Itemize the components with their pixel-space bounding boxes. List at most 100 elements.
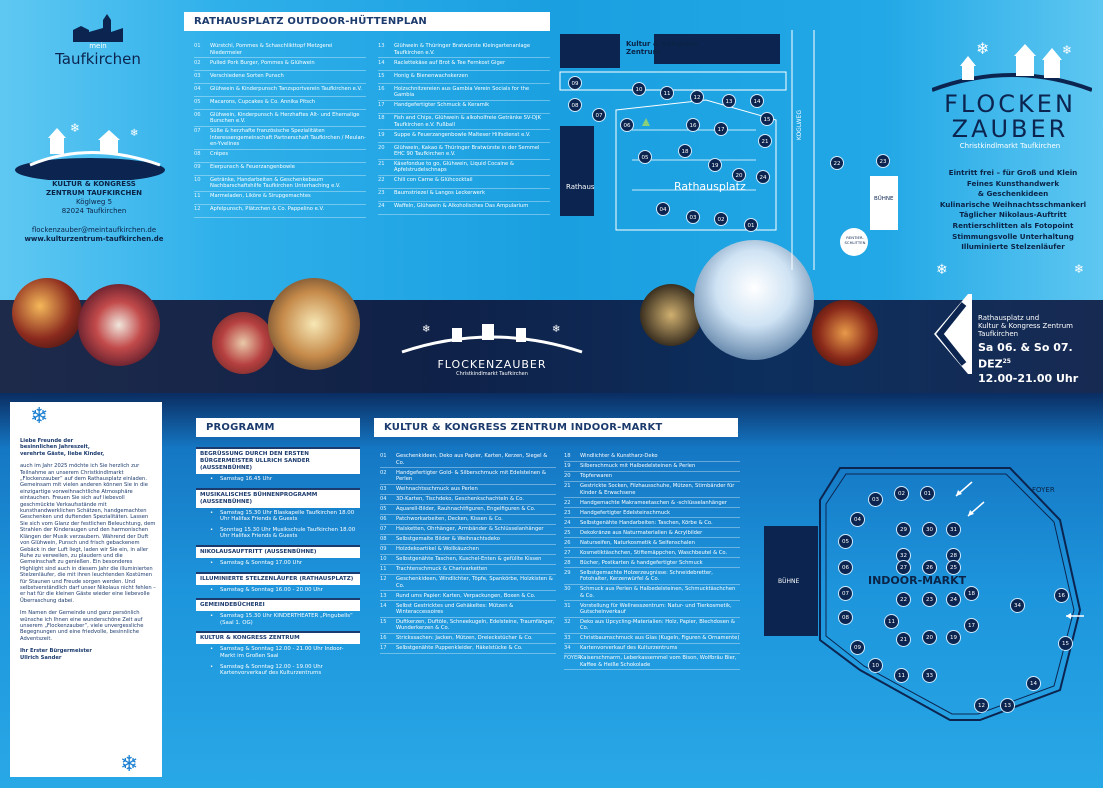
event-hours: 12.00-21.00 Uhr xyxy=(978,371,1079,385)
indoor-marker-30: 30 xyxy=(922,522,937,537)
indoor-marker-05: 05 xyxy=(838,534,853,549)
gingerbread-photo xyxy=(212,312,274,374)
stall-description: Rund ums Papier: Karten, Verpackungen, B… xyxy=(396,592,536,599)
stall-number: 07 xyxy=(194,128,201,135)
indoor-marker-24: 24 xyxy=(946,592,961,607)
programm-item: Samstag & Sonntag 12.00 - 19.00 Uhr Kart… xyxy=(196,662,360,679)
snowflake-icon: ❄ xyxy=(936,262,948,278)
venue-web[interactable]: www.kulturzentrum-taufkirchen.de xyxy=(24,235,164,243)
stall-number: 12 xyxy=(194,206,201,213)
highlight-item: Stimmungsvolle Unterhaltung xyxy=(952,231,1074,241)
stall-number: 02 xyxy=(194,59,201,66)
stall-description: Marmeladen, Liköre & Sirupgemachtes xyxy=(210,193,311,200)
stall-number: 19 xyxy=(378,131,385,138)
highlight-item: & Geschenkideen xyxy=(977,189,1049,199)
stall-marker-09: 09 xyxy=(568,76,582,90)
stall-marker-24: 24 xyxy=(756,170,770,184)
stall-number: 06 xyxy=(380,516,387,523)
stall-description: Crêpes xyxy=(210,150,229,157)
stall-description: Holzschnitzereien aus Gambia Verein Soci… xyxy=(394,85,530,99)
stall-description: Süße & herzhafte französische Spezialitä… xyxy=(210,128,366,147)
greeting-panel xyxy=(10,402,162,777)
stall-marker-05: 05 xyxy=(638,150,652,164)
event-loc2: Kultur & Kongress Zentrum xyxy=(978,322,1073,330)
stall-marker-21: 21 xyxy=(758,134,772,148)
greeting-text: Liebe Freunde der besinnlichen Jahreszei… xyxy=(20,438,156,661)
snowflake-icon: ❄ xyxy=(120,752,139,777)
stall-number: 20 xyxy=(378,144,385,151)
brand-subtitle: Christkindlmarkt Taufkirchen xyxy=(959,142,1061,150)
programm-item: Samstag 15.30 Uhr Blaskapelle Taufkirche… xyxy=(196,508,360,525)
indoor-marker-27: 27 xyxy=(896,560,911,575)
stall-number: 05 xyxy=(194,98,201,105)
indoor-marker-33: 33 xyxy=(922,668,937,683)
stall-number: 22 xyxy=(378,177,385,184)
map-rathausplatz: Rathausplatz xyxy=(674,180,746,193)
venue-city: 82024 Taufkirchen xyxy=(61,207,127,215)
stall-marker-10: 10 xyxy=(632,82,646,96)
venue-street: Köglweg 5 xyxy=(75,198,113,206)
svg-text:❄: ❄ xyxy=(1062,43,1072,57)
highlight-item: Rentierschlitten als Fotopoint xyxy=(952,220,1074,230)
programm-heading: KULTUR & KONGRESS ZENTRUM xyxy=(196,631,360,645)
stall-description: Käsefondue to go, Glühwein, Liquid Cocai… xyxy=(394,160,514,174)
snowflake-icon: ❄ xyxy=(976,40,989,58)
programm-item: Sonntag 15.30 Uhr Musikschule Taufkirche… xyxy=(196,525,360,542)
tree-icon xyxy=(642,118,650,126)
map-koeglweg: KÖGLWEG xyxy=(796,110,803,141)
stall-number: 20 xyxy=(564,473,571,480)
stall-description: Selbstgemachte Holzerzeugnisse: Schneide… xyxy=(580,569,713,583)
highlight-item: Täglicher Nikolaus-Auftritt xyxy=(959,210,1067,220)
stall-number: 01 xyxy=(194,43,201,50)
indoor-marker-19: 19 xyxy=(946,630,961,645)
venue-email[interactable]: flockenzauber@meintaufkirchen.de xyxy=(31,226,157,234)
stall-number: 10 xyxy=(194,176,201,183)
highlight-item: Eintritt frei – für Groß und Klein xyxy=(948,168,1078,177)
stall-number: 10 xyxy=(380,556,387,563)
stall-number: 02 xyxy=(380,469,387,476)
market-photo-1 xyxy=(12,278,82,348)
indoor-buehne: BÜHNE xyxy=(778,578,800,585)
programm-list: BEGRÜSSUNG DURCH DEN ERSTEN BÜRGERMEISTE… xyxy=(196,444,360,679)
stall-description: Patchworkarbeiten, Decken, Kissen & Co. xyxy=(396,516,503,523)
indoor-marker-13: 13 xyxy=(1000,698,1015,713)
venue-line1: KULTUR & KONGRESS xyxy=(52,180,136,188)
indoor-label: INDOOR-MARKT xyxy=(868,574,967,587)
stall-number: 04 xyxy=(194,85,201,92)
stall-number: 26 xyxy=(564,539,571,546)
stall-number: 04 xyxy=(380,496,387,503)
programm-heading: ILLUMINIERTE STELZENLÄUFER (RATHAUSPLATZ… xyxy=(196,571,360,585)
stall-number: FOYER xyxy=(564,655,581,662)
stall-number: 31 xyxy=(564,602,571,609)
stall-description: Gestrickte Socken, Filzhausschuhe, Mütze… xyxy=(580,483,735,496)
stall-description: Christbaumschmuck aus Glas (Kugeln, Figu… xyxy=(580,635,740,642)
stall-description: Kaiserschmarrn, Leberkassemmel vom Bison… xyxy=(580,655,737,668)
stall-marker-20: 20 xyxy=(732,168,746,182)
brand-houses: ❄❄ xyxy=(931,39,1093,96)
indoor-marker-03: 03 xyxy=(868,492,883,507)
stall-number: 23 xyxy=(564,509,571,516)
indoor-marker-10: 10 xyxy=(868,658,883,673)
brand-title1: FLOCKEN xyxy=(944,90,1076,118)
